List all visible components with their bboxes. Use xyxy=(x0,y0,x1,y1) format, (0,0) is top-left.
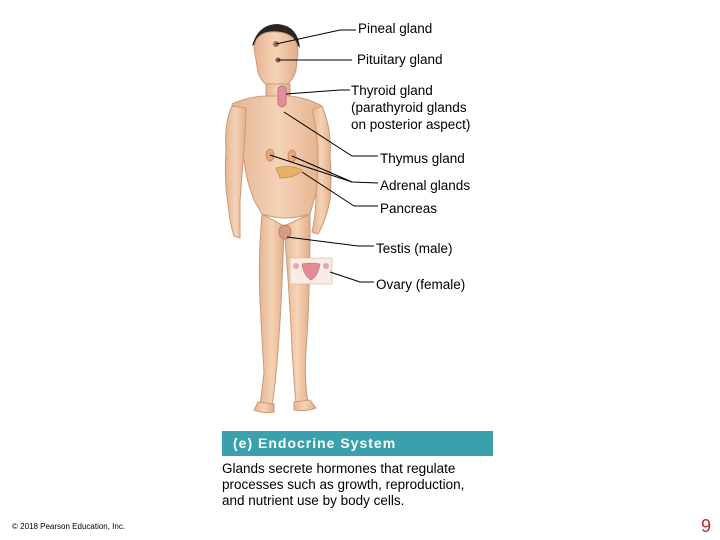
label-pineal-gland: Pineal gland xyxy=(358,21,433,36)
label-thyroid-line1: Thyroid gland xyxy=(351,83,433,98)
label-thymus-gland: Thymus gland xyxy=(380,151,465,166)
caption-description: Glands secrete hormones that regulate pr… xyxy=(222,461,465,509)
leader-lines xyxy=(269,29,379,283)
leader-adrenal-2 xyxy=(291,155,353,183)
label-testis: Testis (male) xyxy=(376,241,453,256)
label-thyroid-line3: on posterior aspect) xyxy=(351,117,471,132)
label-pituitary-gland: Pituitary gland xyxy=(357,52,443,67)
leg-left xyxy=(258,213,285,407)
label-ovary: Ovary (female) xyxy=(376,277,466,292)
page-number: 9 xyxy=(701,516,712,536)
leader-pancreas xyxy=(301,171,378,207)
label-thyroid-line2: (parathyroid glands xyxy=(351,100,467,115)
leader-ovary xyxy=(329,271,374,283)
leader-pineal xyxy=(275,29,356,45)
leg-right xyxy=(283,213,311,405)
leader-thyroid xyxy=(285,89,350,95)
caption-bar: (e) Endocrine System xyxy=(222,431,493,456)
arm-left xyxy=(224,105,247,239)
label-adrenal-glands: Adrenal glands xyxy=(380,178,471,193)
foot-left xyxy=(253,401,275,414)
thyroid-gland-mark xyxy=(277,85,287,108)
ovary-mark-left xyxy=(293,263,299,269)
foot-right xyxy=(293,399,317,412)
arm-right xyxy=(311,105,332,235)
caption-title: (e) Endocrine System xyxy=(233,435,397,451)
human-body xyxy=(224,24,332,414)
uterus-mark xyxy=(301,262,321,281)
label-pancreas: Pancreas xyxy=(380,201,438,216)
pancreas-mark xyxy=(275,166,303,179)
ovary-mark-right xyxy=(323,263,329,269)
leader-testis xyxy=(286,236,374,247)
testis-mark xyxy=(278,224,292,240)
leader-thymus xyxy=(283,111,378,157)
copyright: © 2018 Pearson Education, Inc. xyxy=(12,522,126,531)
